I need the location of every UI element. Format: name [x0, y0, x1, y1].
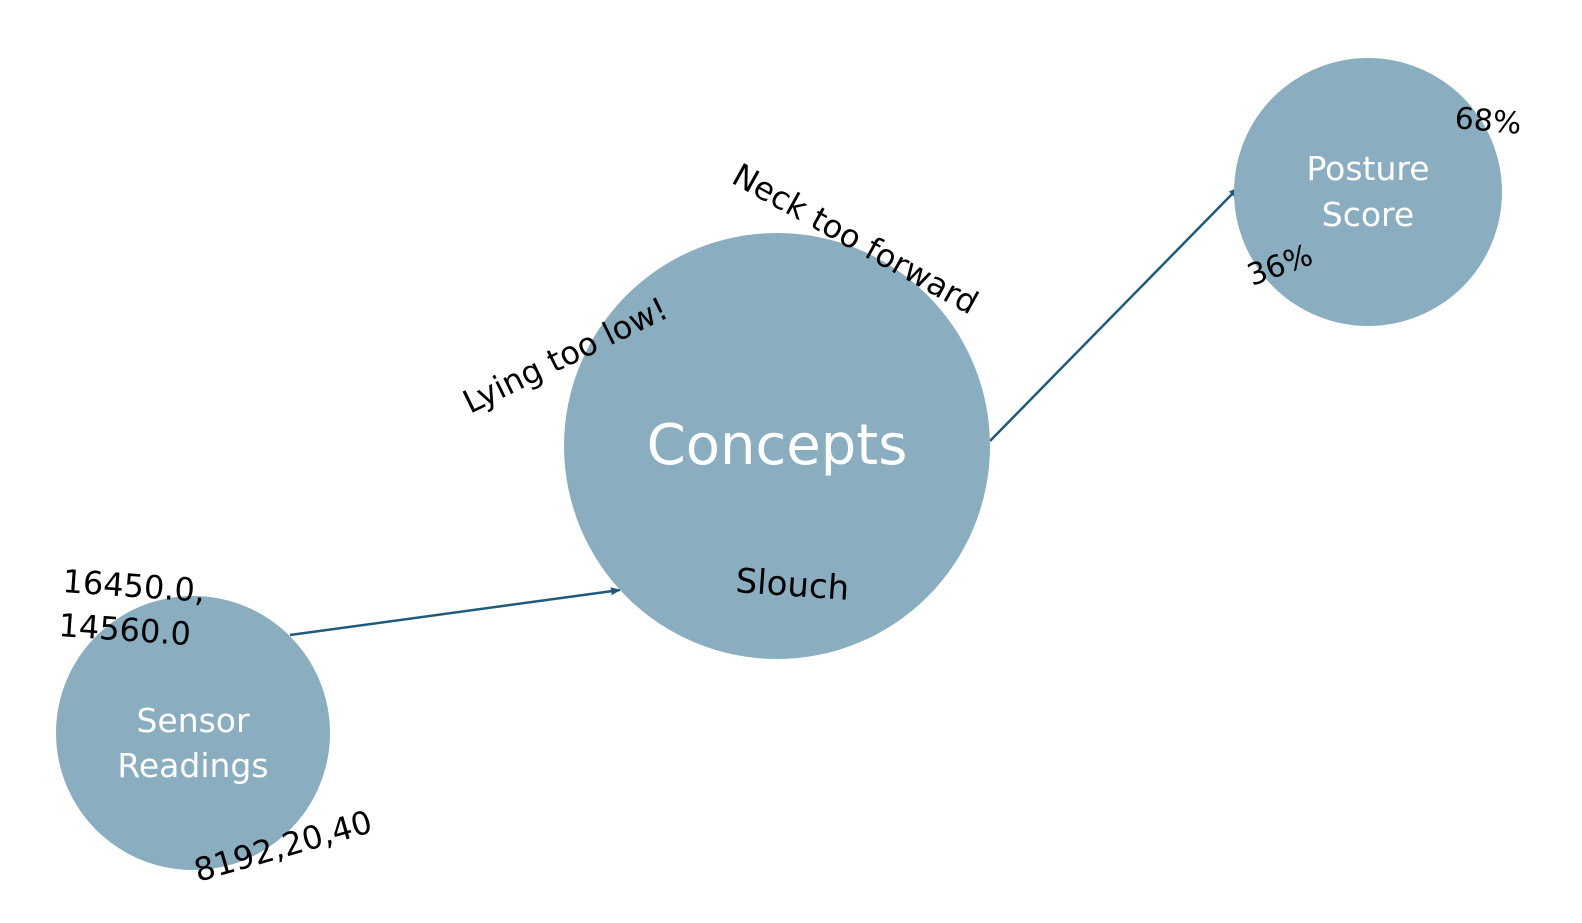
posture-score-node — [1234, 58, 1502, 326]
sensor-values-line2: 14560.0 — [57, 606, 192, 653]
edge-concepts-to-posture — [989, 187, 1239, 442]
posture-score-high: 68% — [1453, 101, 1522, 142]
posture-score-label-line2: Score — [1322, 195, 1414, 234]
annotation-slouch: Slouch — [734, 561, 850, 609]
concepts-node — [564, 233, 990, 659]
sensor-readings-node — [56, 596, 330, 870]
sensor-values-line1: 16450.0, — [61, 562, 206, 610]
sensor-readings-label-line1: Sensor — [136, 701, 250, 740]
edge-sensor-to-concepts — [289, 587, 621, 637]
concepts-label: Concepts — [647, 413, 908, 478]
posture-score-label-line1: Posture — [1306, 149, 1429, 188]
sensor-readings-label-line2: Readings — [117, 746, 268, 785]
